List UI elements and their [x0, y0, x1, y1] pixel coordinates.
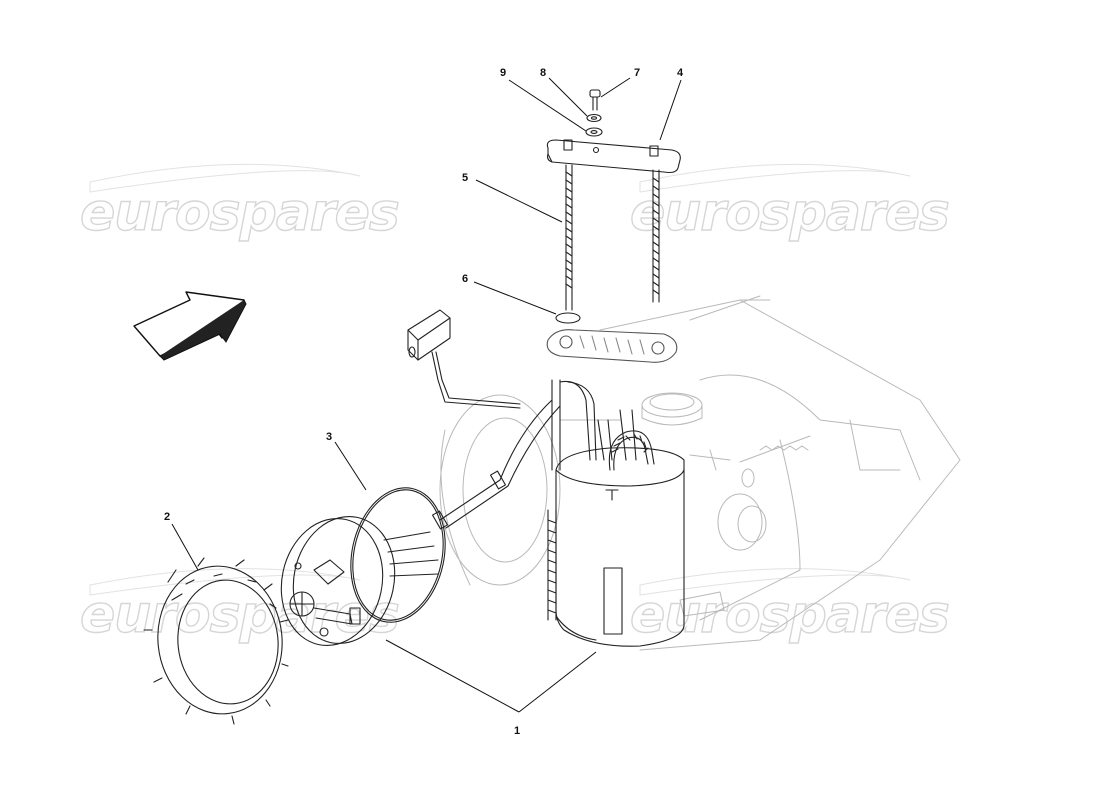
pump-flange: [280, 515, 439, 647]
leader-line-4: [659, 79, 682, 141]
callout-6: 6: [462, 273, 468, 285]
leader-lines: [171, 77, 682, 713]
watermark-group: eurospares eurospares eurospares eurospa…: [79, 163, 951, 646]
mounting-plate: [546, 329, 678, 363]
callout-5: 5: [462, 172, 468, 184]
o-ring-part-6: [555, 312, 581, 324]
leader-line-9: [508, 79, 587, 132]
callout-4: 4: [677, 67, 684, 79]
leader-line-2: [171, 523, 199, 571]
callout-9: 9: [500, 67, 506, 79]
leader-line-6: [473, 281, 557, 315]
callout-3: 3: [326, 431, 332, 443]
leader-line-7: [600, 77, 631, 98]
watermark-text: eurospares: [80, 183, 399, 243]
screw-part-7: [589, 89, 601, 111]
leader-line-1b: [518, 651, 597, 713]
bracket-part-4: [546, 139, 681, 174]
callout-8: 8: [540, 67, 546, 79]
locking-ring-part-2: [143, 557, 289, 725]
watermark-text: eurospares: [630, 183, 949, 243]
direction-arrow-icon: [133, 291, 247, 361]
o-ring-part-3: [350, 487, 446, 623]
fuel-hose: [431, 399, 561, 530]
leader-line-8: [548, 77, 588, 117]
callout-7: 7: [634, 67, 640, 79]
callout-labels: 1 2 3 4 5 6 7 8 9: [164, 67, 684, 737]
threaded-stud-part-5: [565, 164, 660, 311]
level-sender-float: [407, 309, 521, 409]
callout-1: 1: [514, 725, 520, 737]
washer-part-9: [585, 127, 603, 137]
watermark-text: eurospares: [630, 585, 949, 645]
fuel-tank-outline: [439, 295, 961, 651]
leader-line-3: [334, 441, 367, 491]
callout-2: 2: [164, 511, 170, 523]
washer-part-8: [586, 113, 602, 123]
leader-line-5: [475, 179, 563, 223]
leader-line-1a: [385, 639, 520, 713]
fuel-pump-part-1: [547, 379, 685, 647]
watermark-text: eurospares: [80, 585, 399, 645]
